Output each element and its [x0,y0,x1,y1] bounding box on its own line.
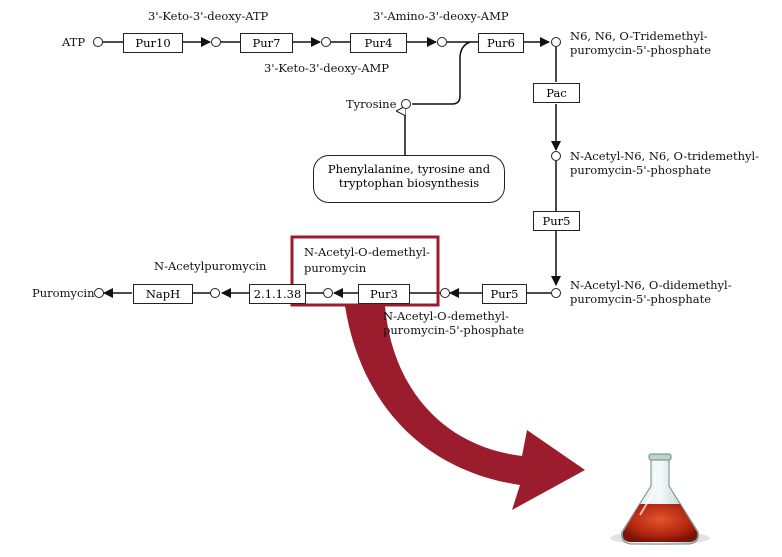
label-acetyl-di-2: puromycin-5'-phosphate [570,292,712,306]
label-acetyl-tri-2: puromycin-5'-phosphate [570,163,712,177]
enzyme-pur5-upper[interactable]: Pur5 [533,211,580,231]
amino-deoxy-amp-node[interactable] [437,37,447,47]
highlight-box [290,235,440,307]
label-tyrosine: Tyrosine [346,97,397,111]
pathway-link-aromatic-amino-acids[interactable]: Phenylalanine, tyrosine and tryptophan b… [313,155,505,203]
enzyme-pur6[interactable]: Pur6 [478,33,524,53]
flask-icon [610,453,710,545]
acetyl-didemethyl-node[interactable] [551,288,561,298]
label-tridemethyl-2: puromycin-5'-phosphate [570,43,712,57]
enzyme-pur3[interactable]: Pur3 [358,284,410,304]
label-acetyl-o-demethyl-p-1: N-Acetyl-O-demethyl- [383,309,509,323]
acetyl-tridemethyl-node[interactable] [551,151,561,161]
acetyl-o-demethyl-node[interactable] [323,288,333,298]
label-acetyl-o-demethyl-2: puromycin [304,261,367,275]
label-acetyl-di-1: N-Acetyl-N6, O-didemethyl- [570,278,732,292]
keto-deoxy-atp-node[interactable] [211,37,221,47]
enzyme-pur4[interactable]: Pur4 [350,33,407,53]
label-tridemethyl-1: N6, N6, O-Tridemethyl- [570,29,708,43]
enzyme-naph[interactable]: NapH [133,284,193,304]
keto-deoxy-amp-node[interactable] [321,37,331,47]
label-keto-deoxy-amp: 3'-Keto-3'-deoxy-AMP [264,61,390,75]
acetyl-o-demethyl-phosphate-node[interactable] [440,288,450,298]
puromycin-node[interactable] [94,288,104,298]
label-puromycin: Puromycin [32,286,95,300]
label-acetyl-o-demethyl-1: N-Acetyl-O-demethyl- [304,245,430,259]
enzyme-pur10[interactable]: Pur10 [123,33,183,53]
pathway-link-line2: tryptophan biosynthesis [338,176,480,190]
label-acetyl-tri-1: N-Acetyl-N6, N6, O-tridemethyl- [570,149,760,163]
enzyme-pur7[interactable]: Pur7 [240,33,293,53]
atp-node[interactable] [93,37,103,47]
tyrosine-node[interactable] [401,99,411,109]
enzyme-2-1-1-38[interactable]: 2.1.1.38 [249,284,306,304]
enzyme-pac[interactable]: Pac [533,83,580,103]
label-acetyl-o-demethyl-p-2: puromycin-5'-phosphate [383,323,525,337]
big-curved-arrow-icon [345,306,585,510]
enzyme-pur5-lower[interactable]: Pur5 [482,284,527,304]
pathway-link-line1: Phenylalanine, tyrosine and [327,162,491,176]
label-atp: ATP [62,35,86,49]
label-acetylpuromycin: N-Acetylpuromycin [154,259,267,273]
acetylpuromycin-node[interactable] [210,288,220,298]
label-amino-deoxy-amp: 3'-Amino-3'-deoxy-AMP [373,9,509,23]
label-keto-deoxy-atp: 3'-Keto-3'-deoxy-ATP [148,9,269,23]
tridemethyl-phosphate-node[interactable] [551,37,561,47]
